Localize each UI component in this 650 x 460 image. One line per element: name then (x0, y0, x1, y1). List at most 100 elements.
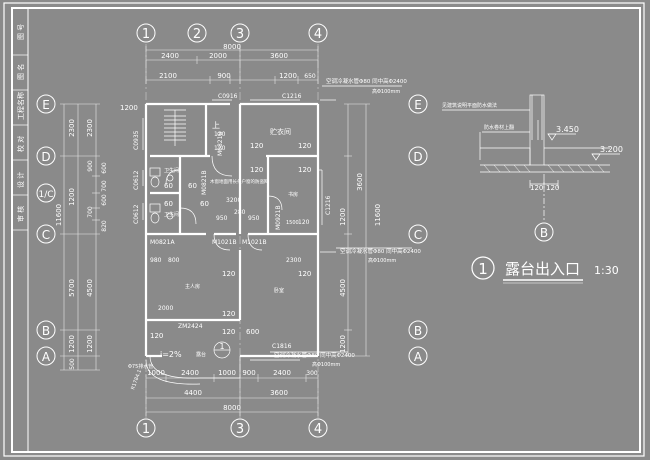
axis-label: 3 (236, 422, 244, 437)
balcony-arc (149, 355, 241, 379)
dim-right: 4500 (339, 279, 347, 297)
title-block-cell: 图 号 (17, 24, 25, 40)
slope-label: i=2% (160, 350, 182, 359)
dim-left: 5700 (68, 279, 76, 297)
room-label: 卫生间 (164, 167, 179, 174)
dim-top: 3600 (270, 52, 288, 60)
dim-interior: 120 (214, 131, 226, 138)
dim-interior: 980 (150, 257, 162, 264)
dim-interior: 950 (248, 215, 260, 222)
dim-interior: 120 (150, 332, 163, 340)
dim-bottom: 2400 (181, 369, 199, 377)
axis-label: 1/C (38, 190, 53, 200)
axis-bubble (36, 224, 56, 244)
detail-elevation: 3.200 (600, 145, 623, 154)
axis-bubble (230, 418, 250, 438)
dim-left: 2300 (86, 119, 94, 137)
dim-left: 700 (101, 180, 108, 192)
door-window-label: M1021B (212, 239, 237, 246)
door-window-label: M0921B (275, 205, 282, 230)
dim-left: 600 (101, 194, 108, 206)
dim-top: 2400 (161, 52, 179, 60)
axis-bubble (308, 418, 328, 438)
dim-left: 1200 (86, 335, 94, 353)
dim-interior: 120 (214, 145, 226, 152)
axis-bubble (408, 146, 428, 166)
dim-interior: 60 (188, 182, 197, 190)
axis-bubble (408, 224, 428, 244)
dim-left: 900 (87, 160, 94, 172)
balcony-arc-outer (145, 359, 201, 385)
dim-bottom: 900 (242, 369, 255, 377)
dim-left: 2300 (68, 119, 76, 137)
dim-interior: 280 (234, 209, 246, 216)
axis-bubble (408, 346, 428, 366)
axis-bubbles-bottom: 1 3 4 (136, 418, 328, 438)
dim-right: 3600 (356, 173, 364, 191)
dim-top-total: 8000 (223, 43, 241, 51)
door-window-label: M0821B (201, 170, 208, 195)
ac-notes: 空调冷凝水管Φ80 同中高Φ2400 高Φ100mm 空调冷凝水管Φ80 同中高… (270, 77, 421, 368)
dim-left: 700 (87, 206, 94, 218)
axis-bubble (36, 320, 56, 340)
dim-interior: 3200 (226, 197, 241, 204)
dim-interior: 60 (200, 200, 209, 208)
axis-bubble (36, 183, 56, 203)
detail-dim: 120 (546, 184, 559, 192)
dim-interior: 120 (298, 219, 310, 226)
dim-left: 500 (69, 358, 76, 370)
axis-bubble (36, 94, 56, 114)
dim-interior: 2000 (158, 305, 173, 312)
note: 空调冷凝水管Φ80 同中高Φ2400 (340, 247, 421, 255)
axis-bubble (187, 23, 207, 43)
dim-top: 2000 (209, 52, 227, 60)
note: 高Φ100mm (368, 257, 396, 264)
title-block-cell: 审 核 (16, 206, 25, 222)
axis-bubble (230, 23, 250, 43)
detail-axis-bubble (534, 222, 554, 242)
title-block: 图 号 图 名 工程名称 校 对 设 计 审 核 (12, 8, 29, 452)
dim-left: 820 (101, 220, 108, 232)
door-window-label: C1816 (272, 343, 292, 350)
dim-right: 1200 (339, 335, 347, 353)
dim-bottom: 1000 (147, 369, 165, 377)
door-window-label: C1216 (325, 195, 332, 215)
axis-bubble (308, 23, 328, 43)
dim-interior: 950 (216, 215, 228, 222)
dim-top: 650 (304, 73, 316, 80)
door-window-label: ZM2424 (178, 323, 203, 330)
detail-scale: 1:30 (594, 264, 619, 277)
door-window-label: C0935 (133, 130, 140, 150)
axis-label: 1 (142, 422, 150, 437)
door-window-label: C0612 (133, 170, 140, 190)
dim-interior: 120 (298, 166, 311, 174)
title-block-cell: 图 名 (16, 64, 25, 80)
axis-bubbles-right: E D C B A (408, 94, 428, 366)
axis-label: D (41, 150, 50, 164)
dim-interior: 120 (222, 310, 235, 318)
detail-title-number: 1 (478, 260, 488, 278)
title-block-cell: 工程名称 (16, 92, 25, 120)
door-swings (165, 155, 283, 251)
axis-label: B (42, 324, 50, 338)
axis-label: C (42, 228, 50, 242)
dim-bottom: 3600 (270, 389, 288, 397)
axis-bubble (36, 346, 56, 366)
dim-right: 1200 (339, 208, 347, 226)
dim-interior: 1500 (286, 220, 299, 226)
detail-dim: 120 (530, 184, 543, 192)
door-window-label: M1021B (242, 239, 267, 246)
room-label: 露台 (196, 351, 206, 358)
axis-bubble (36, 146, 56, 166)
axis-bubbles-left: E D 1/C C B A (36, 94, 56, 366)
dim-top: 1200 (279, 72, 297, 80)
dim-interior: 60 (164, 200, 173, 208)
dim-interior: 60 (164, 182, 173, 190)
detail-note: 见建筑说明平面防水做法 (442, 102, 497, 109)
dim-top: 2100 (159, 72, 177, 80)
detail-title: 露台出入口 (505, 260, 580, 278)
dim-left-total: 11600 (55, 204, 63, 226)
detail-axis-label: B (540, 226, 548, 240)
axis-bubbles-top: 1 2 3 4 (136, 23, 328, 43)
